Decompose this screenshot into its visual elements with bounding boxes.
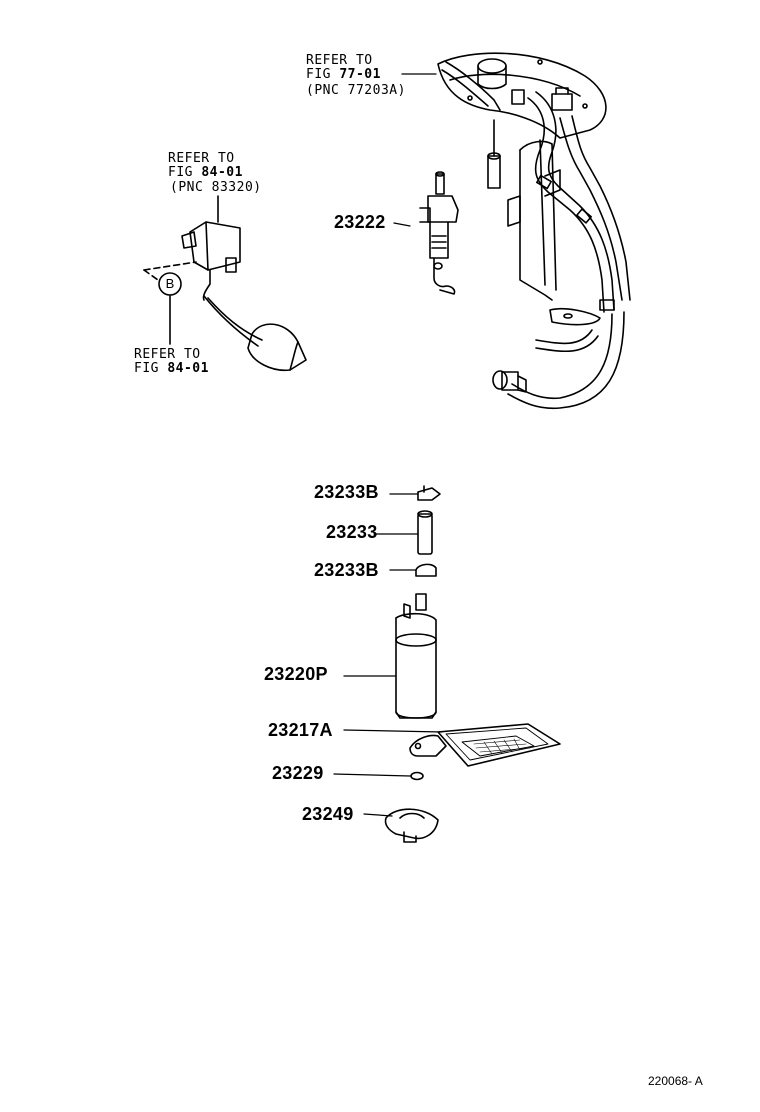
part-number-23233b-top[interactable]: 23233B — [314, 482, 379, 502]
part-number-23229[interactable]: 23229 — [272, 763, 324, 783]
refer-pnc: (PNC 83320) — [170, 180, 262, 195]
refer-fig-number: 84-01 — [167, 361, 209, 376]
fuel-pump-bracket-assembly — [437, 52, 631, 410]
refer-fig-prefix: FIG — [306, 67, 340, 82]
refer-line1: REFER TO — [306, 53, 373, 68]
refer-line2: FIG 84-01 — [168, 166, 243, 180]
refer-line2: FIG 84-01 — [134, 362, 209, 376]
refer-pnc: (PNC 77203A) — [306, 83, 406, 98]
refer-line1: REFER TO — [168, 151, 235, 166]
callout-b-circle — [158, 272, 182, 296]
part-number-23220p[interactable]: 23220P — [264, 664, 328, 684]
part-number-23233b-bottom[interactable]: 23233B — [314, 560, 379, 580]
refer-fig-prefix: FIG — [168, 165, 202, 180]
part-number-23217a[interactable]: 23217A — [268, 720, 333, 740]
part-number-23222[interactable]: 23222 — [334, 212, 386, 232]
pressure-regulator-23222 — [419, 171, 459, 295]
refer-line2: FIG 77-01 — [306, 68, 381, 82]
part-number-23233[interactable]: 23233 — [326, 522, 378, 542]
refer-fig-number: 77-01 — [339, 67, 381, 82]
diagram-code: 220068- A — [648, 1074, 703, 1088]
refer-fig-prefix: FIG — [134, 361, 168, 376]
refer-line1: REFER TO — [134, 347, 201, 362]
sender-gauge-assembly — [143, 195, 307, 372]
leader-lines — [333, 73, 443, 817]
refer-fig-number: 84-01 — [201, 165, 243, 180]
exploded-pump-parts — [384, 485, 561, 843]
callout-letter-b: B — [165, 276, 175, 291]
part-number-23249[interactable]: 23249 — [302, 804, 354, 824]
